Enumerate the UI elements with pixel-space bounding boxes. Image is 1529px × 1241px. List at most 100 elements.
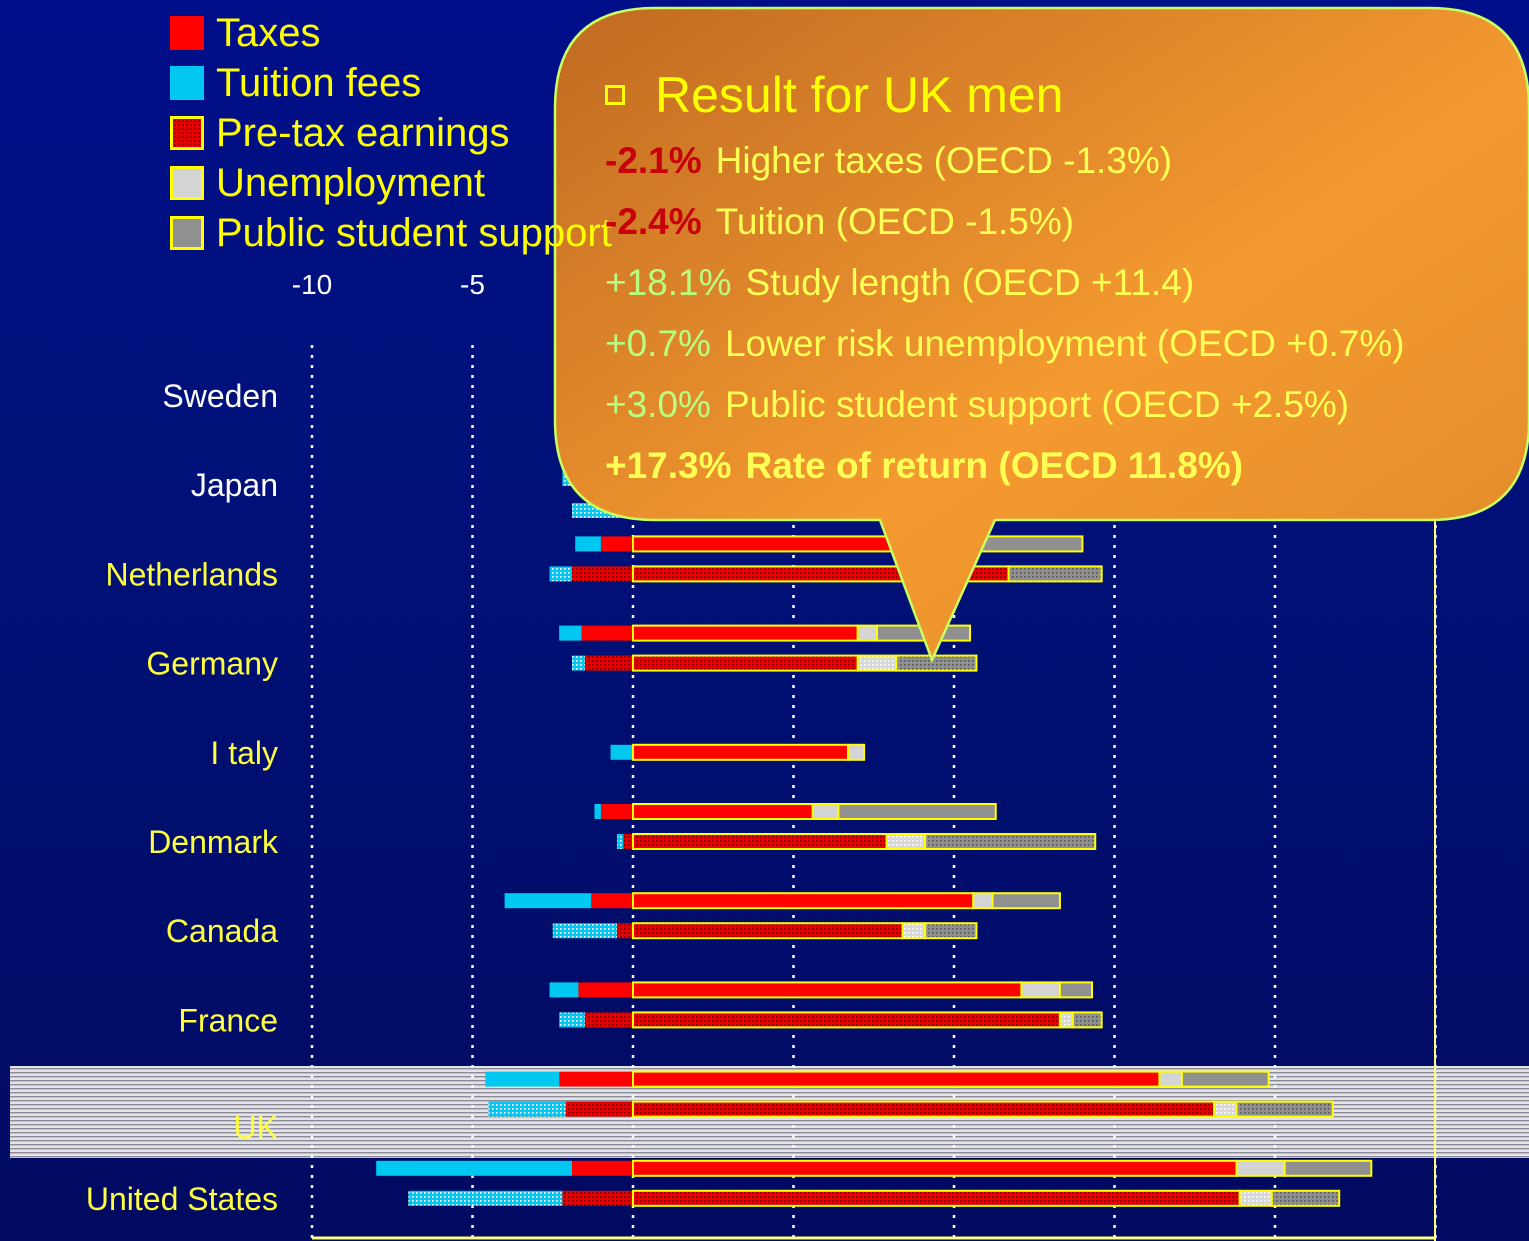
bar-unemployment bbox=[1158, 1070, 1183, 1088]
bar-tuition bbox=[559, 1012, 585, 1028]
callout-value: +3.0% bbox=[605, 383, 711, 425]
bar-support bbox=[924, 833, 1097, 850]
bar-unemployment bbox=[1020, 981, 1061, 999]
callout-desc: Tuition (OECD -1.5%) bbox=[715, 200, 1075, 242]
callout-desc: Study length (OECD +11.4) bbox=[745, 261, 1195, 303]
bar-unemployment bbox=[856, 654, 898, 672]
callout-value: -2.4% bbox=[605, 200, 702, 242]
bar-tuition bbox=[488, 1101, 566, 1117]
callout-line-tuition: -2.4% Tuition (OECD -1.5%) bbox=[605, 191, 1529, 252]
bar-earnings bbox=[632, 743, 850, 761]
callout-line-support: +3.0% Public student support (OECD +2.5%… bbox=[605, 374, 1529, 435]
category-label: Canada bbox=[166, 913, 278, 949]
tick-label: -5 bbox=[460, 269, 485, 300]
bar-tuition bbox=[504, 893, 592, 909]
bar-support bbox=[1180, 1070, 1270, 1088]
bar-earnings bbox=[632, 624, 859, 642]
legend-item-earnings: Pre-tax earnings bbox=[170, 108, 612, 158]
bar-unemployment bbox=[901, 922, 927, 940]
tick-labels: -10-5 bbox=[292, 269, 485, 300]
bar-unemployment bbox=[856, 624, 878, 642]
legend-item-support: Public student support bbox=[170, 208, 612, 258]
bar-taxes bbox=[578, 982, 633, 998]
legend-label: Taxes bbox=[216, 10, 321, 55]
callout-text: Result for UK men -2.1% Higher taxes (OE… bbox=[605, 60, 1529, 496]
bar-taxes bbox=[581, 625, 633, 641]
bar-earnings bbox=[632, 981, 1023, 999]
legend-swatch-unemployment bbox=[170, 166, 204, 200]
callout-value: +18.1% bbox=[605, 261, 732, 303]
callout-line-rate-of-return: +17.3% Rate of return (OECD 11.8%) bbox=[605, 435, 1529, 496]
category-label: United States bbox=[86, 1181, 278, 1217]
legend-swatch-tuition bbox=[170, 66, 204, 100]
bar-tuition bbox=[549, 566, 573, 582]
bar-tuition bbox=[552, 923, 617, 939]
bar-taxes bbox=[623, 834, 633, 849]
bar-earnings bbox=[632, 1189, 1241, 1207]
callout-desc: Higher taxes (OECD -1.3%) bbox=[715, 139, 1173, 181]
bar-taxes bbox=[600, 536, 633, 552]
bar-unemployment bbox=[885, 833, 927, 850]
callout-title: Result for UK men bbox=[605, 60, 1529, 130]
bar-taxes bbox=[562, 1190, 633, 1206]
callout-desc: Rate of return (OECD 11.8%) bbox=[745, 444, 1244, 486]
category-label: UK bbox=[234, 1110, 278, 1146]
bars bbox=[376, 471, 1373, 1207]
bar-tuition bbox=[408, 1190, 563, 1206]
gridlines bbox=[310, 345, 1437, 1241]
bar-support bbox=[1058, 981, 1094, 999]
legend-label: Public student support bbox=[216, 210, 612, 255]
callout-desc: Public student support (OECD +2.5%) bbox=[724, 383, 1350, 425]
bar-tuition bbox=[376, 1160, 573, 1176]
bar-support bbox=[991, 892, 1061, 910]
bar-earnings bbox=[632, 892, 975, 910]
callout-line-taxes: -2.1% Higher taxes (OECD -1.3%) bbox=[605, 130, 1529, 191]
legend-label: Tuition fees bbox=[216, 60, 422, 105]
callout-line-unemployment: +0.7% Lower risk unemployment (OECD +0.7… bbox=[605, 313, 1529, 374]
bar-taxes bbox=[572, 566, 633, 582]
bar-support bbox=[895, 654, 978, 672]
bar-unemployment bbox=[1058, 1011, 1074, 1029]
callout-value: +17.3% bbox=[605, 444, 732, 486]
legend-swatch-earnings bbox=[170, 116, 204, 150]
bar-unemployment bbox=[972, 892, 994, 910]
callout-bubble bbox=[553, 6, 1529, 664]
bar-tuition bbox=[610, 744, 633, 760]
bar-earnings bbox=[632, 654, 859, 672]
bar-taxes bbox=[616, 923, 633, 939]
bar-support bbox=[1235, 1100, 1334, 1118]
bar-earnings bbox=[632, 1011, 1061, 1029]
bar-support bbox=[837, 803, 997, 820]
legend-swatch-support bbox=[170, 216, 204, 250]
category-label: I taly bbox=[210, 735, 278, 771]
callout-title-text: Result for UK men bbox=[655, 67, 1064, 123]
bar-earnings bbox=[632, 922, 904, 940]
bar-earnings bbox=[632, 803, 814, 820]
bar-tuition bbox=[572, 655, 585, 671]
bar-taxes bbox=[600, 804, 633, 819]
legend-item-taxes: Taxes bbox=[170, 8, 612, 58]
bar-earnings bbox=[632, 1100, 1216, 1118]
bar-support bbox=[924, 922, 978, 940]
legend-item-tuition: Tuition fees bbox=[170, 58, 612, 108]
category-label: Netherlands bbox=[105, 556, 278, 592]
bar-tuition bbox=[485, 1071, 560, 1087]
bar-support bbox=[1007, 565, 1103, 583]
bar-taxes bbox=[572, 1160, 633, 1176]
bar-tuition bbox=[549, 982, 579, 998]
bar-taxes bbox=[584, 655, 633, 671]
bar-earnings bbox=[632, 1070, 1161, 1088]
bar-taxes bbox=[559, 1071, 633, 1087]
bar-unemployment bbox=[811, 803, 840, 820]
category-label: Sweden bbox=[162, 378, 278, 414]
category-label: Germany bbox=[146, 646, 278, 682]
legend-item-unemployment: Unemployment bbox=[170, 158, 612, 208]
callout-value: -2.1% bbox=[605, 139, 702, 181]
bar-tuition bbox=[616, 834, 624, 849]
legend: Taxes Tuition fees Pre-tax earnings Unem… bbox=[170, 8, 612, 258]
callout-line-study-length: +18.1% Study length (OECD +11.4) bbox=[605, 252, 1529, 313]
callout-value: +0.7% bbox=[605, 322, 711, 364]
category-label: France bbox=[178, 1002, 278, 1038]
bar-unemployment bbox=[847, 743, 866, 761]
